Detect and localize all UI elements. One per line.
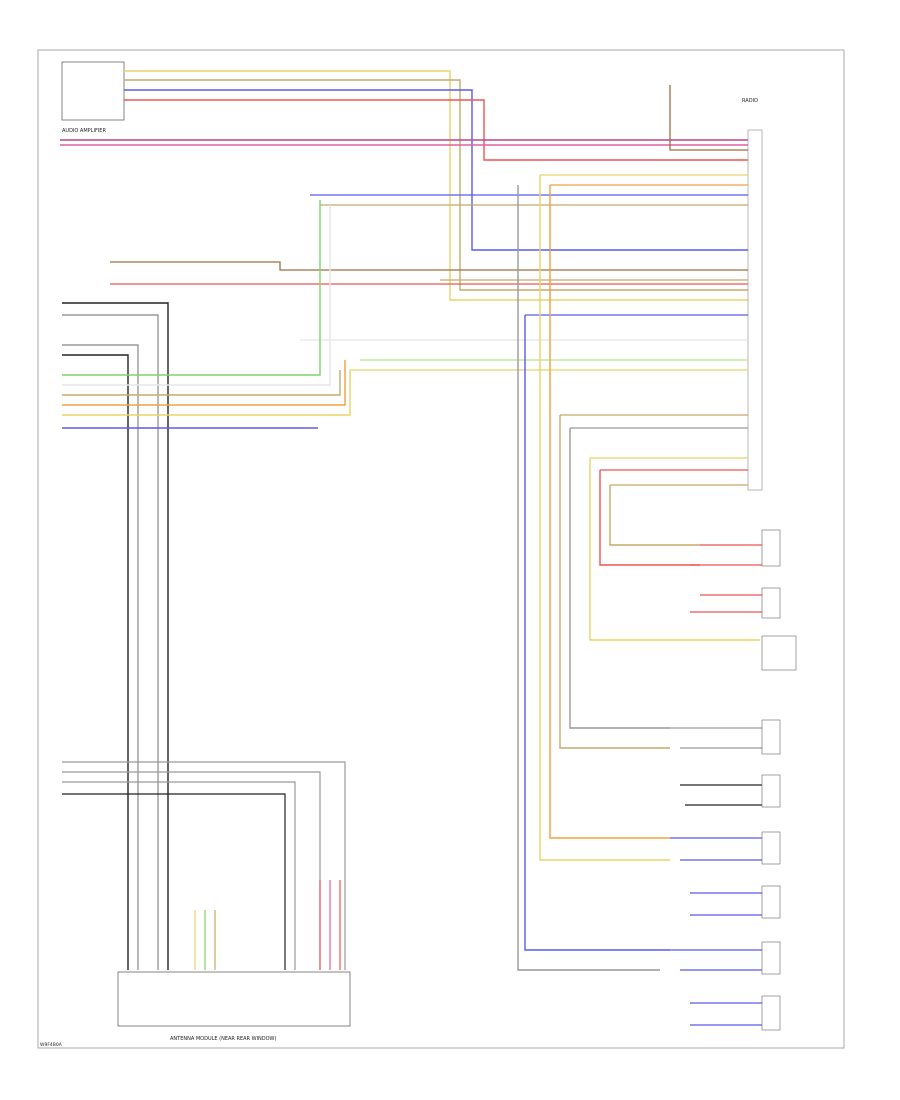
antenna-module: ANTENNA MODULE (NEAR REAR WINDOW) [117,971,351,1042]
speaker-rr-tweeter [690,995,781,1031]
right-vertical-wires [517,175,760,971]
speaker-rr-woofer [670,941,781,975]
cd-changer-connector [761,635,797,671]
bottom-left-wires [62,761,346,970]
audio-amp-connector: AUDIO AMPLIFIER [61,61,125,134]
svg-text:ANTENNA MODULE (NEAR REAR WIND: ANTENNA MODULE (NEAR REAR WINDOW) [170,1036,276,1042]
svg-text:RADIO: RADIO [742,98,758,104]
radio-main-connector: RADIO [742,98,763,491]
speaker-lf-tweeter [690,587,781,619]
speaker-lr-woofer [670,831,781,865]
left-wire-group [62,200,351,970]
right-feed-wires [110,85,748,486]
svg-text:AUDIO AMPLIFIER: AUDIO AMPLIFIER [62,128,106,134]
speaker-group [670,529,781,1031]
top-wire-bundle [60,70,748,301]
speaker-rf-woofer [670,719,781,755]
diagram-frame [37,49,845,1049]
figure-id: W9F4B0A [40,1042,63,1048]
speaker-lf-woofer [690,529,781,567]
speaker-rf-tweeter [680,774,781,808]
speaker-lr-tweeter [690,885,781,919]
